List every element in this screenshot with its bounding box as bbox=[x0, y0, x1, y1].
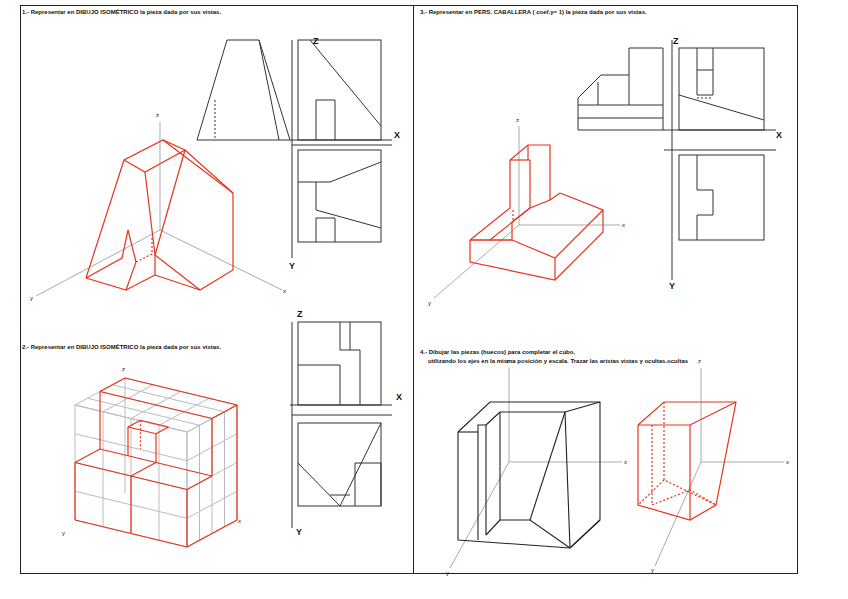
drawing-line bbox=[156, 427, 169, 434]
drawing-line bbox=[100, 392, 212, 419]
axis-label: Z bbox=[297, 310, 303, 319]
drawing-line bbox=[125, 378, 126, 493]
iso-grid-2 bbox=[75, 378, 237, 547]
axis-label: x bbox=[786, 459, 789, 465]
axis-label: x bbox=[622, 222, 625, 228]
axis-label: z bbox=[122, 366, 125, 372]
axis-label: x bbox=[238, 518, 241, 524]
axis-label: X bbox=[776, 131, 782, 140]
drawing-line bbox=[237, 405, 238, 520]
drawing-line bbox=[141, 420, 169, 427]
instruction-text: 1.- Representar en DIBUJO ISOMÉTRICO la … bbox=[22, 9, 221, 15]
drawing-line bbox=[127, 427, 128, 456]
drawing-line bbox=[125, 378, 237, 405]
iso-solution-1 bbox=[86, 140, 233, 290]
cube-with-cavity bbox=[458, 402, 600, 548]
hollow-pieces bbox=[638, 402, 736, 520]
axis-label: Y bbox=[296, 528, 302, 537]
drawing-line bbox=[155, 434, 156, 463]
drawing-line bbox=[186, 490, 187, 548]
orthographic-views-1 bbox=[197, 40, 392, 258]
axis-label: x bbox=[283, 288, 286, 294]
axis-label: z bbox=[156, 112, 159, 118]
axes-4 bbox=[450, 368, 784, 568]
axis-label: y bbox=[651, 567, 654, 573]
axis-label: Z bbox=[673, 37, 679, 46]
axis-label: X bbox=[396, 393, 402, 402]
drawing-line bbox=[100, 378, 125, 392]
drawing-line bbox=[75, 449, 100, 463]
instruction-text: utilizando los ejes en la misma posición… bbox=[428, 358, 688, 364]
cavalier-axes-3 bbox=[434, 126, 620, 298]
axis-label: y bbox=[30, 295, 33, 301]
axis-label: z bbox=[516, 117, 519, 123]
drawing-line bbox=[187, 476, 212, 490]
axis-label: Z bbox=[313, 37, 319, 46]
drawing-line bbox=[187, 432, 188, 547]
drawing-line bbox=[140, 420, 141, 449]
axis-label: X bbox=[394, 131, 400, 140]
drawing-line bbox=[236, 405, 237, 520]
axis-label: y bbox=[446, 570, 449, 576]
instruction-text: 4.- Dibujar las piezas (huecos) para com… bbox=[420, 349, 575, 355]
cavalier-solution-3 bbox=[470, 145, 603, 280]
instruction-text: 3.- Representar en PERS. CABALLERA ( coe… bbox=[420, 9, 647, 15]
axis-label: Y bbox=[669, 282, 675, 291]
drawing-line bbox=[211, 419, 212, 477]
drawing-line bbox=[212, 405, 237, 419]
drawing-line bbox=[99, 392, 100, 450]
orthographic-views-3 bbox=[578, 40, 776, 280]
sheet-frame bbox=[21, 5, 798, 574]
drawing-line bbox=[74, 463, 75, 521]
drawing-line bbox=[187, 432, 188, 547]
drawing-line bbox=[128, 420, 141, 427]
axis-label: z bbox=[506, 358, 509, 364]
axis-label: x bbox=[624, 459, 627, 465]
iso-solution-2 bbox=[75, 378, 237, 547]
axis-label: y bbox=[428, 300, 431, 306]
drawing-line bbox=[75, 405, 76, 520]
drawing-line bbox=[187, 520, 237, 547]
axis-label: Y bbox=[289, 262, 295, 271]
drawing-line bbox=[128, 427, 156, 434]
iso-axes-1 bbox=[36, 122, 282, 296]
drawing-line bbox=[130, 476, 131, 534]
orthographic-views-2 bbox=[290, 322, 392, 528]
axis-label: y bbox=[62, 530, 65, 536]
axis-label: z bbox=[698, 358, 701, 364]
instruction-text: 2.- Representar en DIBUJO ISOMÉTRICO la … bbox=[22, 344, 221, 350]
drawing-line bbox=[131, 463, 156, 477]
